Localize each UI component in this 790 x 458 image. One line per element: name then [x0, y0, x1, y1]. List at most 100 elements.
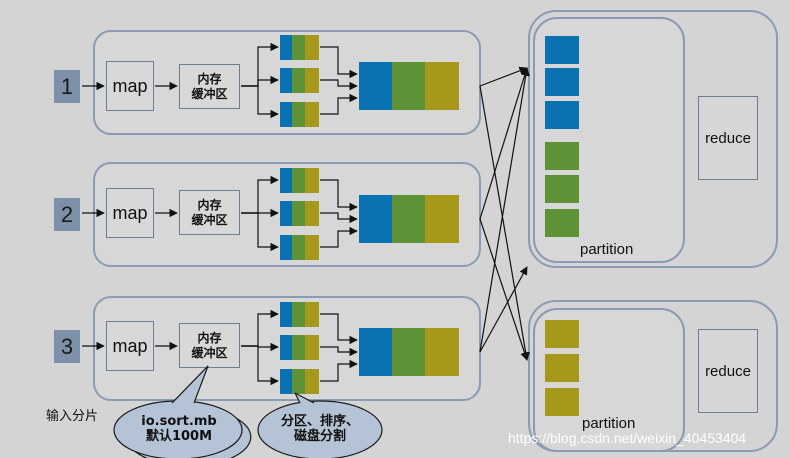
reducer1-partition-block [545, 175, 579, 203]
arrow-to-reducer [479, 266, 528, 353]
input-split-number: 2 [60, 201, 74, 227]
partition-note-line2: 磁盘分割 [293, 429, 346, 444]
reducer1-partition-block [545, 142, 579, 170]
spill-block-green [292, 335, 305, 360]
buffer-label-line2: 缓冲区 [191, 345, 228, 360]
merged-block-blue [359, 328, 392, 376]
spill-block-blue [280, 302, 292, 327]
arrow-to-reducer-1 [479, 67, 529, 220]
arrow-to-reducer [479, 85, 530, 361]
arrow-buffer-to-spill [241, 345, 279, 386]
buffer-note-line1: io.sort.mb [141, 414, 217, 429]
spill-block-olive [305, 68, 319, 93]
merged-block-green [392, 62, 425, 110]
map-label: map [112, 335, 148, 356]
buffer-note-line2: 默认100M [145, 429, 213, 444]
arrow-spill-to-merge [320, 79, 358, 91]
merged-block-olive [425, 328, 459, 376]
input-splits-label: 输入分片 [46, 409, 99, 424]
partition-label-1: partition [580, 241, 634, 258]
reduce-box-2: reduce [698, 329, 758, 413]
spill-block-green [292, 302, 305, 327]
spill-block-blue [280, 335, 292, 360]
map-box-2: map [106, 188, 154, 238]
reducer2-partition-block [545, 388, 579, 416]
buffer-label-line1: 内存 [197, 330, 222, 345]
arrow-spill-to-merge [320, 226, 358, 248]
spill-block-blue [280, 102, 292, 127]
reducer1-partition-block [545, 209, 579, 237]
spill-block-olive [305, 168, 319, 193]
spill-block-olive [305, 235, 319, 260]
map-box-3: map [106, 321, 154, 371]
spill-block-green [292, 201, 305, 226]
buffer-label-line2: 缓冲区 [191, 212, 228, 227]
merged-block-green [392, 328, 425, 376]
spill-block-olive [305, 369, 319, 394]
spill-block-olive [305, 35, 319, 60]
spill-block-green [292, 68, 305, 93]
reducer1-partition-block [545, 68, 579, 96]
arrow-to-reducer-1 [479, 67, 530, 353]
merged-block-olive [425, 62, 459, 110]
memory-buffer-1: 内存 缓冲区 [179, 64, 240, 109]
arrow-spill-to-merge [320, 313, 358, 345]
buffer-label-line2: 缓冲区 [191, 86, 228, 101]
partition-note-ellipse [257, 400, 383, 458]
reduce-box-1: reduce [698, 96, 758, 180]
reduce-label: reduce [705, 129, 751, 147]
spill-block-olive [305, 302, 319, 327]
reducer1-partition-block [545, 36, 579, 64]
arrow-to-reducer-1 [479, 66, 528, 87]
partition-label-2: partition [582, 415, 636, 432]
partition-note-line1: 分区、排序、 [280, 414, 359, 429]
spill-block-green [292, 102, 305, 127]
buffer-label-line1: 内存 [197, 71, 222, 86]
partition-note-text: 分区、排序、 磁盘分割 [264, 414, 376, 444]
spill-block-olive [305, 102, 319, 127]
arrow-spill-to-merge [320, 179, 358, 212]
arrow-to-reducer [479, 218, 529, 361]
reducer1-partition-block [545, 101, 579, 129]
input-split-number: 3 [60, 333, 74, 359]
spill-block-blue [280, 201, 292, 226]
spill-block-green [292, 369, 305, 394]
arrow-buffer-to-spill [241, 85, 279, 119]
map-box-1: map [106, 61, 154, 111]
arrow-spill-to-merge [320, 359, 358, 382]
spill-block-blue [280, 35, 292, 60]
spill-block-green [292, 35, 305, 60]
spill-block-green [292, 235, 305, 260]
arrow-spill-to-merge [320, 346, 358, 357]
merged-block-olive [425, 195, 459, 243]
arrow-buffer-to-spill [241, 212, 279, 252]
arrow-spill-to-merge [320, 93, 358, 115]
memory-buffer-2: 内存 缓冲区 [179, 190, 240, 235]
spill-block-blue [280, 168, 292, 193]
reducer2-partition-block [545, 320, 579, 348]
map-label: map [112, 202, 148, 223]
memory-buffer-3: 内存 缓冲区 [179, 323, 240, 368]
buffer-note-text: io.sort.mb 默认100M [124, 414, 234, 444]
buffer-label-line1: 内存 [197, 197, 222, 212]
merged-block-blue [359, 62, 392, 110]
spill-block-blue [280, 369, 292, 394]
reduce-label: reduce [705, 362, 751, 380]
arrow-spill-to-merge [320, 46, 358, 79]
spill-block-olive [305, 201, 319, 226]
input-split-2: 2 [54, 198, 80, 231]
reduce-task-box-1 [528, 10, 778, 268]
map-label: map [112, 75, 148, 96]
input-split-number: 1 [60, 73, 74, 99]
spill-block-blue [280, 68, 292, 93]
input-split-3: 3 [54, 330, 80, 363]
spill-block-green [292, 168, 305, 193]
input-split-1: 1 [54, 70, 80, 103]
arrow-spill-to-merge [320, 212, 358, 224]
watermark: https://blog.csdn.net/weixin_40453404 [508, 430, 747, 446]
reducer2-partition-block [545, 354, 579, 382]
spill-block-blue [280, 235, 292, 260]
